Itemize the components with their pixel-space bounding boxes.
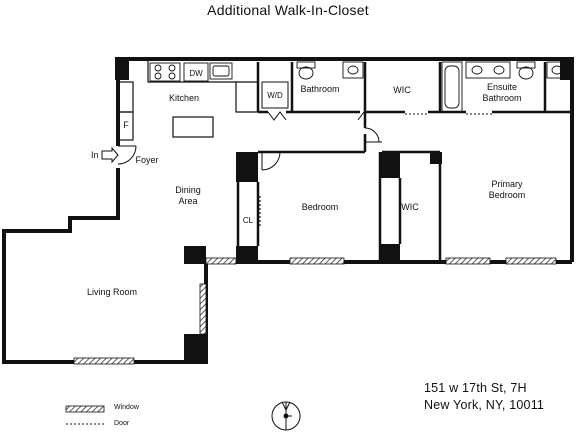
entry-arrow-icon — [101, 146, 119, 164]
room-label-bathroom: Bathroom — [300, 84, 339, 94]
room-label-bedroom: Bedroom — [302, 202, 339, 212]
room-label-dining-1: Dining — [175, 185, 201, 195]
closet-label: CL — [243, 216, 254, 225]
shower-sink-icon — [546, 61, 568, 79]
toilet-icon-ensuite — [516, 61, 536, 80]
kitchen-counter — [118, 61, 258, 141]
dishwasher-box — [183, 62, 209, 82]
doors — [117, 111, 492, 236]
legend-door-label: Door — [114, 420, 130, 427]
plan-title: Additional Walk-In-Closet — [207, 2, 369, 18]
address-line-2: New York, NY, 10011 — [424, 398, 545, 412]
compass-icon — [271, 401, 301, 431]
room-label-primary-2: Bedroom — [489, 190, 526, 200]
interior-walls — [204, 62, 572, 284]
room-label-living: Living Room — [87, 287, 137, 297]
dishwasher-label: DW — [189, 69, 203, 78]
vanity-sink-icon — [465, 61, 511, 79]
window-hatch-icon — [65, 405, 105, 413]
room-label-ensuite-2: Bathroom — [482, 93, 521, 103]
toilet-icon — [296, 61, 316, 80]
stove-icon — [149, 62, 181, 82]
wall-blocks — [115, 57, 574, 364]
legend-window-label: Window — [114, 404, 139, 411]
room-label-primary-1: Primary — [492, 179, 523, 189]
room-label-kitchen: Kitchen — [169, 93, 199, 103]
windows — [73, 257, 557, 365]
kitchen-sink-icon — [209, 62, 233, 80]
fridge-label: F — [123, 120, 129, 130]
room-label-dining-2: Area — [178, 196, 197, 206]
bathtub-icon — [441, 61, 463, 113]
bath-sink-icon — [342, 61, 364, 79]
washer-dryer-box — [261, 81, 289, 109]
room-label-ensuite-1: Ensuite — [487, 82, 517, 92]
address-line-1: 151 w 17th St, 7H — [424, 381, 527, 395]
entry-label: In — [91, 150, 99, 160]
room-label-wic-mid: WIC — [401, 202, 419, 212]
room-label-foyer: Foyer — [135, 155, 158, 165]
washer-dryer-label: W/D — [267, 91, 283, 100]
room-label-wic-top: WIC — [393, 85, 411, 95]
